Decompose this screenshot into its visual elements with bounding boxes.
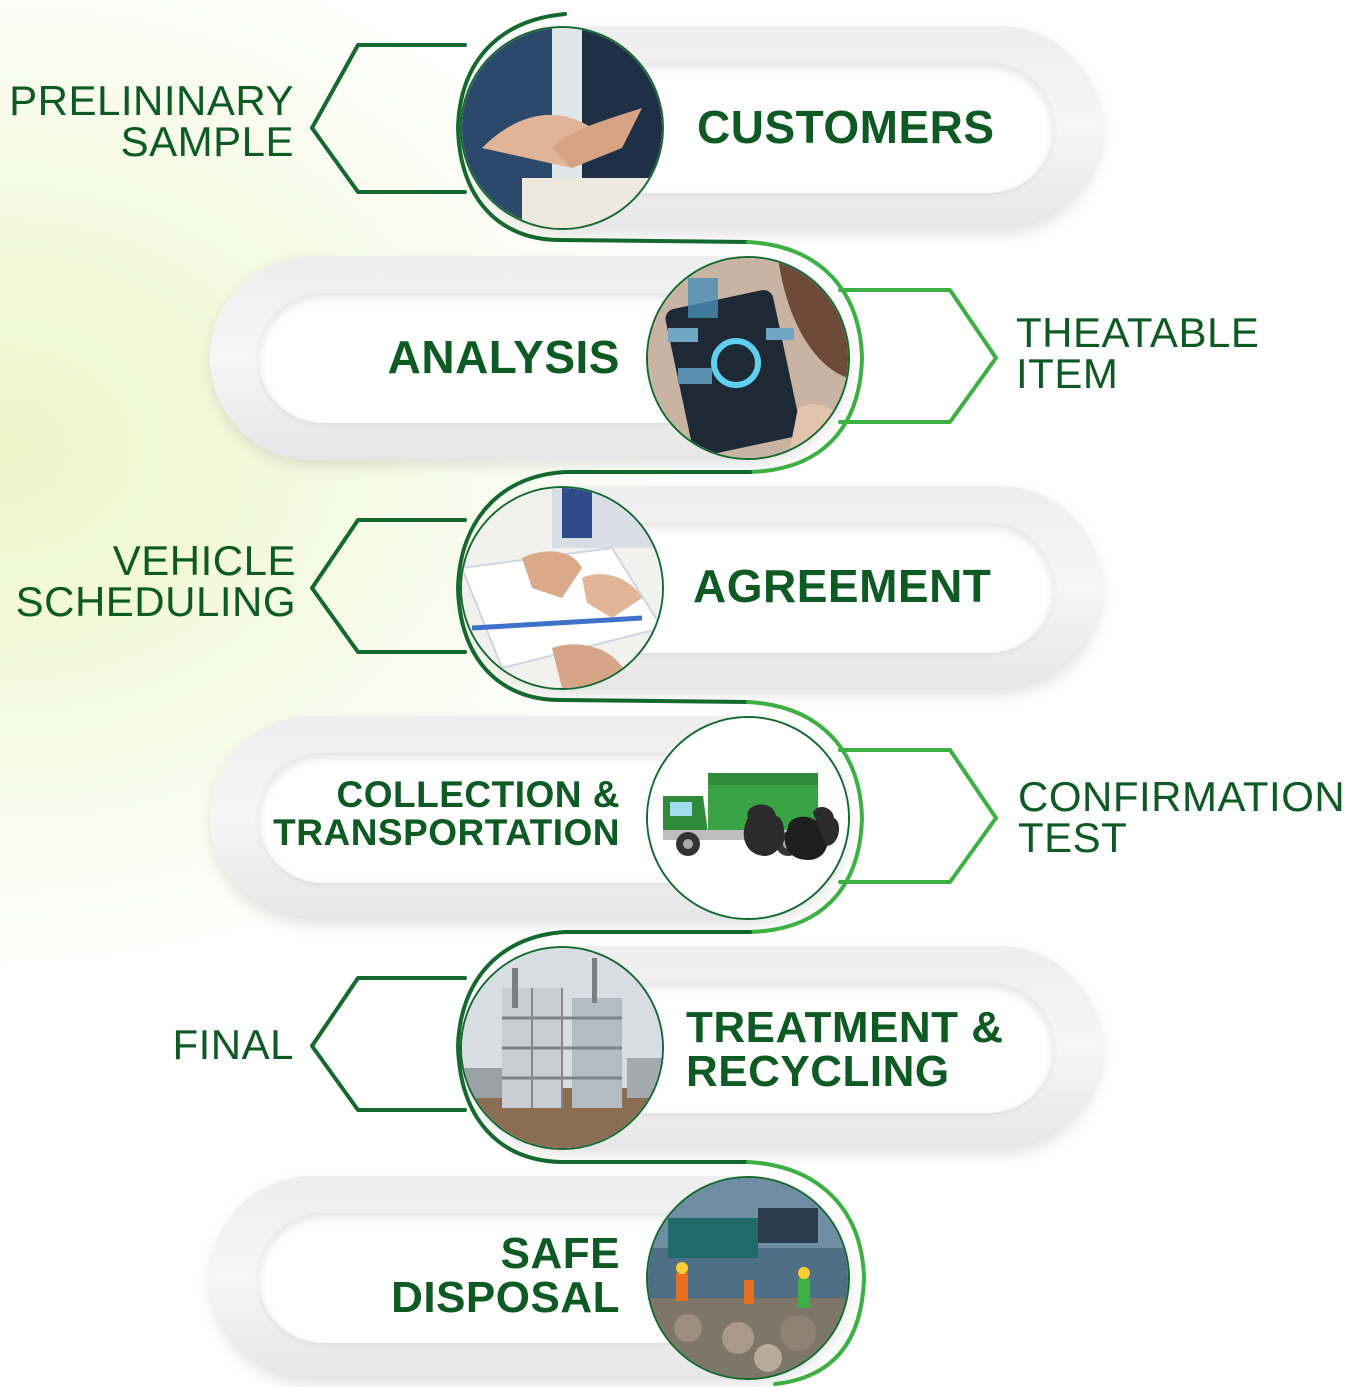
side-label-preliminary-sample: PRELININARY SAMPLE: [0, 77, 294, 166]
step-label-analysis: ANALYSIS: [300, 331, 620, 383]
step-label-line: SAFE: [500, 1229, 620, 1278]
step-label-collection: COLLECTION & TRANSPORTATION: [260, 776, 620, 851]
connector-line: [558, 238, 750, 244]
arrow-outline-right: [838, 748, 998, 884]
connector-line: [558, 698, 750, 704]
waste-sorting-photo: [646, 1176, 850, 1380]
side-label-line: TEST: [1018, 814, 1128, 862]
step-label-agreement: AGREEMENT: [693, 560, 992, 612]
side-label-line: SAMPLE: [120, 118, 294, 166]
step-label-line: TREATMENT &: [686, 1003, 1004, 1052]
step-label-line: COLLECTION &: [336, 774, 620, 815]
step-label-line: TRANSPORTATION: [273, 811, 620, 853]
garbage-truck-icon: [646, 716, 850, 920]
arrow-outline-left: [310, 518, 467, 654]
side-label-line: VEHICLE: [112, 537, 296, 584]
step-label-treatment: TREATMENT & RECYCLING: [686, 1006, 1004, 1094]
step-label-disposal: SAFE DISPOSAL: [300, 1232, 620, 1320]
handshake-photo: [460, 26, 664, 230]
step-label-line: RECYCLING: [686, 1047, 950, 1096]
step-label-line: DISPOSAL: [391, 1273, 620, 1322]
tablet-analytics-photo: [646, 256, 850, 460]
side-label-theatable-item: THEATABLE ITEM: [1016, 309, 1346, 398]
side-label-line: CONFIRMATION: [1018, 773, 1346, 820]
treatment-plant-photo: [460, 946, 664, 1150]
side-label-vehicle-scheduling: VEHICLE SCHEDULING: [0, 537, 296, 626]
step-label-line: CUSTOMERS: [697, 101, 995, 153]
step-label-customers: CUSTOMERS: [697, 101, 995, 153]
arrow-outline-right: [838, 288, 998, 424]
step-label-line: ANALYSIS: [387, 331, 620, 383]
arrow-outline-left: [310, 43, 467, 194]
step-label-line: AGREEMENT: [693, 560, 992, 612]
side-label-line: ITEM: [1016, 350, 1119, 398]
arrow-outline-left: [310, 976, 467, 1112]
side-label-line: FINAL: [172, 1021, 294, 1068]
side-label-confirmation-test: CONFIRMATION TEST: [1018, 773, 1354, 862]
side-label-final: FINAL: [0, 1021, 294, 1068]
side-label-line: PRELININARY: [9, 77, 294, 124]
side-label-line: THEATABLE: [1016, 309, 1260, 356]
contract-signing-photo: [460, 486, 664, 690]
side-label-line: SCHEDULING: [15, 578, 296, 626]
